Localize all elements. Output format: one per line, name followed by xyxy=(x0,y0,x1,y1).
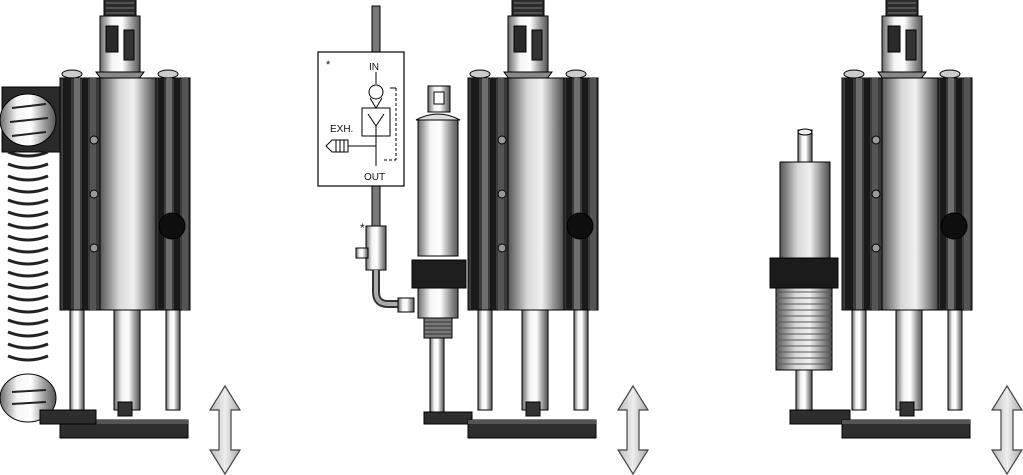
shock-absorber-icon xyxy=(769,128,851,425)
spring-icon xyxy=(7,150,49,362)
stroke-arrow-icon xyxy=(209,385,241,475)
tee-fitting xyxy=(365,225,387,271)
actuator-body-2 xyxy=(467,0,599,439)
actuator-body-3 xyxy=(841,0,973,439)
stroke-arrow-icon xyxy=(617,385,649,475)
schematic-exhaust-label: EXH. xyxy=(330,124,353,135)
schematic-in-label: IN xyxy=(369,62,379,73)
spring-lower-bracket xyxy=(39,409,97,425)
panel-shock-absorber xyxy=(769,0,1023,475)
valve-schematic: * IN EXH. OUT xyxy=(317,51,405,187)
panel-cylinder-return: * IN EXH. OUT * xyxy=(317,0,649,475)
panel-spring-return xyxy=(0,0,241,475)
check-valve-icon xyxy=(368,84,384,100)
stroke-arrow-icon xyxy=(991,385,1023,475)
air-cylinder-icon xyxy=(411,85,473,425)
schematic-marker: * xyxy=(326,59,331,71)
actuator-body-1 xyxy=(59,0,191,439)
schematic-out-label: OUT xyxy=(364,172,385,183)
fitting-marker: * xyxy=(360,221,365,235)
air-supply-tube xyxy=(371,5,381,55)
